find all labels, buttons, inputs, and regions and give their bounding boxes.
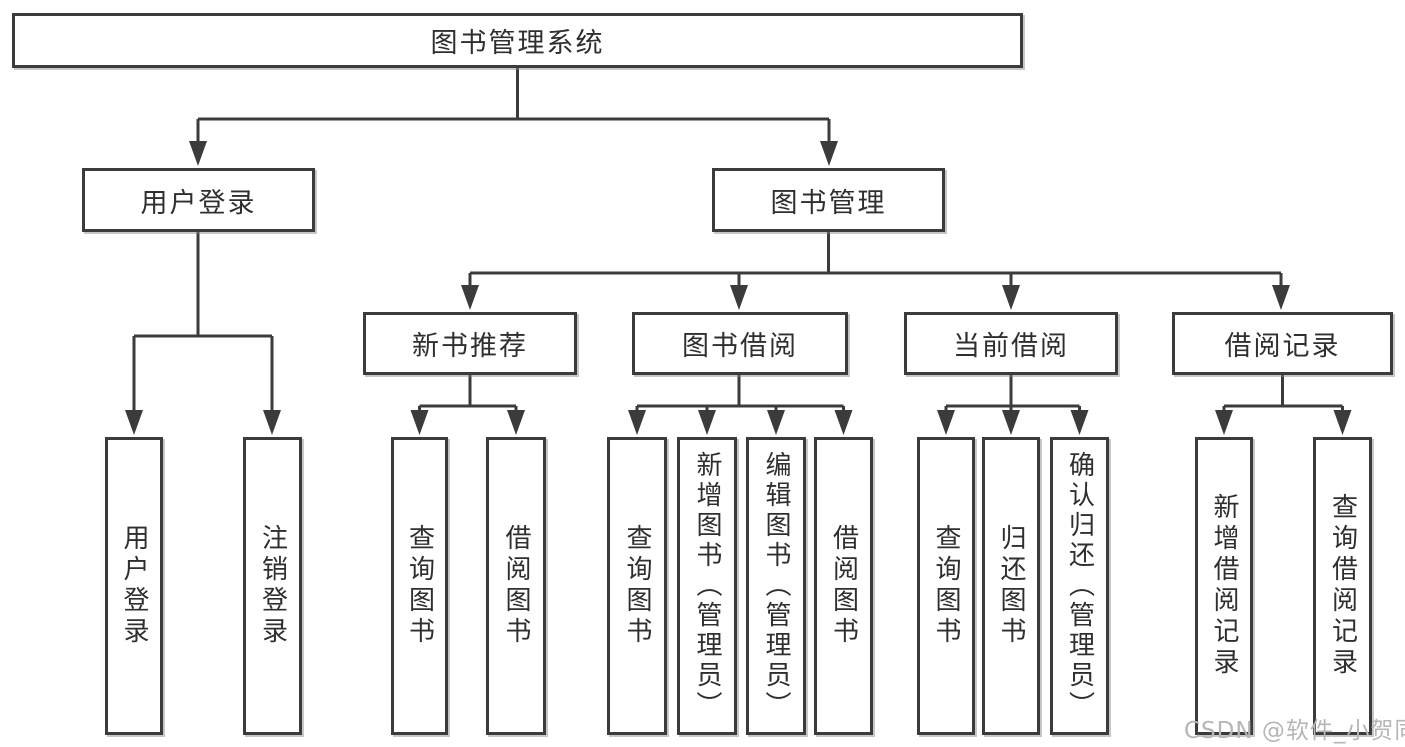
leaf-current-return-books: 归还图书 [982, 437, 1040, 735]
leaf-recommend-borrow-books: 借阅图书 [486, 437, 546, 735]
arrowheads [125, 141, 1352, 435]
node-user-login: 用户登录 [82, 168, 315, 232]
node-current-borrow: 当前借阅 [904, 312, 1118, 375]
leaf-user-login: 用户登录 [105, 437, 163, 735]
leaf-current-query-books: 查询图书 [917, 437, 975, 735]
leaf-borrow-add-books-admin: 新增图书（管理员） [677, 437, 737, 735]
leaf-current-confirm-return-admin: 确认归还（管理员） [1050, 437, 1109, 735]
leaf-borrow-query-books: 查询图书 [607, 437, 667, 735]
leaf-logout: 注销登录 [243, 437, 302, 735]
connector-paths [132, 68, 1344, 411]
node-book-management: 图书管理 [712, 168, 945, 232]
leaf-records-add-record: 新增借阅记录 [1195, 437, 1253, 735]
leaf-recommend-query-books: 查询图书 [391, 437, 448, 735]
leaf-records-query-record: 查询借阅记录 [1313, 437, 1372, 735]
node-new-book-recommend: 新书推荐 [363, 312, 577, 375]
node-library-management-system: 图书管理系统 [12, 13, 1023, 68]
node-borrow-records: 借阅记录 [1172, 312, 1393, 375]
leaf-borrow-borrow-books: 借阅图书 [814, 437, 873, 735]
node-book-borrow: 图书借阅 [632, 312, 848, 375]
leaf-borrow-edit-books-admin: 编辑图书（管理员） [746, 437, 806, 735]
watermark-csdn: CSDN @软件_小贺同学 [1184, 718, 1405, 744]
